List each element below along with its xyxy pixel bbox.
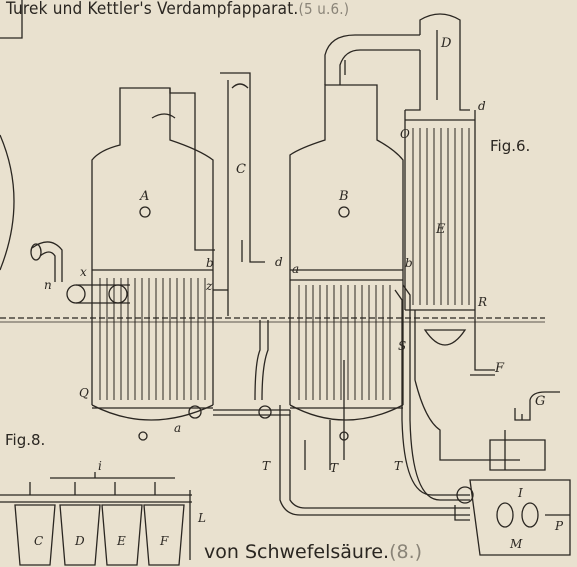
drain-pipes [188, 284, 470, 516]
fig8-label-c: C [34, 534, 43, 548]
pump-assembly [454, 391, 571, 556]
fig8-label-e: E [116, 534, 126, 548]
connecting-pipe-d [324, 34, 420, 85]
footer-scale: (8.) [389, 541, 423, 563]
label-o: O [400, 127, 410, 141]
label-s: S [398, 339, 406, 353]
label-e: E [435, 222, 446, 237]
partial-circle [0, 134, 15, 271]
fig6-label: Fig.6. [490, 137, 531, 155]
vessel-a [91, 87, 214, 441]
fig8-label-d: D [74, 534, 85, 548]
vessel-b [289, 84, 404, 460]
label-d-c: d [275, 255, 283, 269]
label-b-a: b [206, 256, 214, 270]
label-r: R [477, 295, 487, 309]
label-m: M [509, 537, 523, 551]
label-i: I [517, 486, 523, 500]
fig8-label-i: i [98, 459, 102, 473]
fig8-label: Fig.8. [5, 431, 46, 449]
label-d: D [440, 36, 452, 51]
label-b-b: b [405, 256, 413, 270]
label-c: C [236, 162, 246, 177]
fig8-label-l: L [197, 511, 206, 525]
title-scale: (5 u.6.) [298, 0, 350, 18]
title-text: Turek und Kettler's Verdampfapparat. [6, 0, 299, 19]
label-t3: T [394, 459, 403, 473]
label-a-pipe: a [292, 262, 299, 276]
label-t2: T [330, 461, 339, 475]
label-p: P [554, 519, 564, 533]
footer-caption: von Schwefelsäure.(8.) [204, 541, 422, 563]
label-t1: T [262, 459, 271, 473]
column-c [169, 72, 265, 316]
label-z: z [205, 279, 213, 293]
fig8-label-f: F [159, 534, 169, 548]
inlet-pipe-n [30, 241, 130, 304]
label-g: G [535, 394, 545, 409]
label-q: Q [79, 386, 89, 400]
label-x: x [80, 265, 87, 279]
label-n: n [44, 278, 52, 292]
column-e [404, 13, 520, 461]
label-a-drain: a [174, 421, 181, 435]
label-d-e: d [478, 99, 486, 113]
label-b: B [338, 189, 349, 204]
diagram-title: Turek und Kettler's Verdampfapparat.(5 u… [6, 0, 349, 19]
label-a: A [139, 189, 149, 204]
label-f: F [494, 361, 505, 376]
title-frame [0, 0, 23, 39]
footer-text: von Schwefelsäure. [204, 541, 390, 563]
fig8-drawing [0, 472, 192, 566]
